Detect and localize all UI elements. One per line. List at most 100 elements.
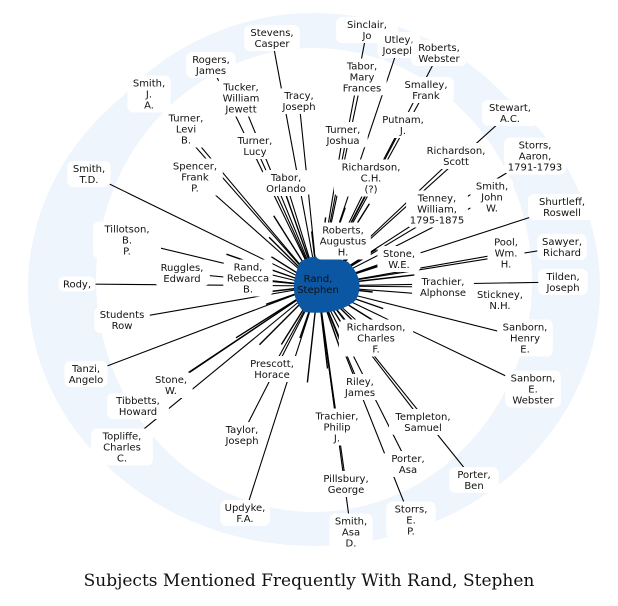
node-label: Pillsbury,George bbox=[323, 474, 368, 496]
node[interactable]: Richardson,C.H.(?) bbox=[333, 159, 409, 197]
node[interactable]: Rogers,James bbox=[186, 52, 236, 78]
node-label: Stone,W. bbox=[155, 375, 187, 397]
node[interactable]: Riley,James bbox=[338, 374, 382, 400]
node[interactable]: Tibbetts,Howard bbox=[107, 393, 169, 419]
node-label: Tibbetts,Howard bbox=[115, 396, 160, 418]
node[interactable]: Tilden,Joseph bbox=[538, 269, 588, 295]
node[interactable]: Trachier,Alphonse bbox=[412, 274, 474, 300]
node[interactable]: Storrs,Aaron,1791-1793 bbox=[504, 137, 566, 175]
node-background bbox=[58, 276, 96, 292]
node[interactable]: Tracy,Joseph bbox=[277, 88, 321, 114]
node-label: Storrs,E.P. bbox=[395, 505, 428, 538]
node-label: Richardson,C.H.(?) bbox=[342, 163, 401, 196]
node-background bbox=[67, 161, 111, 187]
node[interactable]: Smalley,Frank bbox=[398, 77, 454, 103]
node-background bbox=[338, 319, 414, 357]
node[interactable]: Tanzi,Angelo bbox=[64, 361, 108, 387]
node[interactable]: Smith,T.D. bbox=[67, 161, 111, 187]
node-background bbox=[383, 451, 433, 477]
node[interactable]: Stickney,N.H. bbox=[469, 287, 531, 313]
node[interactable]: Pillsbury,George bbox=[312, 471, 380, 497]
node[interactable]: Tenney,William,1795-1875 bbox=[406, 190, 468, 228]
node[interactable]: Turner,Joshua bbox=[318, 122, 368, 148]
node[interactable]: Sawyer,Richard bbox=[537, 234, 587, 260]
node-background bbox=[378, 112, 428, 138]
node-label: Pool,Wm.H. bbox=[494, 238, 518, 271]
node-background bbox=[449, 467, 499, 493]
node-background bbox=[241, 356, 303, 382]
node[interactable]: Porter,Ben bbox=[449, 467, 499, 493]
node[interactable]: Prescott,Horace bbox=[241, 356, 303, 382]
node[interactable]: Stevens,Casper bbox=[244, 25, 300, 51]
node[interactable]: Smith,J.A. bbox=[127, 75, 171, 113]
node[interactable]: Shurtleff,Roswell bbox=[528, 194, 596, 220]
node-label: Smith,J.A. bbox=[133, 79, 165, 112]
edge-line bbox=[88, 173, 319, 287]
node-background bbox=[315, 222, 371, 260]
node-label: Tenney,William,1795-1875 bbox=[410, 194, 465, 227]
node[interactable]: Stone,W.E. bbox=[377, 246, 421, 272]
node-background bbox=[167, 158, 223, 196]
node[interactable]: Porter,Asa bbox=[383, 451, 433, 477]
node-label: Taylor,Joseph bbox=[224, 425, 258, 447]
node-label: Stewart,A.C. bbox=[489, 103, 531, 125]
node[interactable]: Updyke,F.A. bbox=[220, 500, 270, 526]
node[interactable]: Tabor,Orlando bbox=[261, 170, 311, 196]
node-background bbox=[220, 500, 270, 526]
node-background bbox=[538, 269, 588, 295]
edge-line bbox=[185, 128, 319, 287]
node-label: Smith,T.D. bbox=[73, 164, 105, 186]
node[interactable]: Stewart,A.C. bbox=[482, 100, 538, 126]
node[interactable]: Stone,W. bbox=[149, 372, 193, 398]
node-background bbox=[230, 133, 280, 159]
node-background bbox=[94, 307, 150, 333]
node[interactable]: Turner,Lucy bbox=[230, 133, 280, 159]
node-background bbox=[312, 471, 380, 497]
node-background bbox=[149, 372, 193, 398]
node[interactable]: Putnam,J. bbox=[378, 112, 428, 138]
node-label: Stickney,N.H. bbox=[477, 290, 523, 312]
node[interactable]: Taylor,Joseph bbox=[217, 422, 267, 448]
node[interactable]: Storrs,E.P. bbox=[386, 501, 436, 539]
node-background bbox=[223, 259, 273, 297]
node[interactable]: Tillotson,B.P. bbox=[93, 221, 161, 259]
node-background bbox=[398, 77, 454, 103]
node-background bbox=[154, 260, 210, 286]
node[interactable]: Utley,Joseph bbox=[377, 32, 421, 58]
node[interactable]: Rody, bbox=[58, 276, 96, 292]
node[interactable]: Ruggles,Edward bbox=[154, 260, 210, 286]
node-label: Updyke,F.A. bbox=[225, 503, 266, 525]
center-node[interactable]: Rand,Stephen bbox=[293, 256, 360, 313]
edge-line bbox=[121, 285, 319, 321]
node[interactable]: Pool,Wm.H. bbox=[487, 234, 525, 272]
node-label: Ruggles,Edward bbox=[161, 263, 204, 285]
node[interactable]: Richardson,Scott bbox=[418, 143, 494, 169]
node[interactable]: Roberts,Webster bbox=[411, 40, 467, 66]
node[interactable]: Templeton,Samuel bbox=[389, 409, 457, 435]
node[interactable]: Sanborn,E.Webster bbox=[505, 370, 561, 408]
node-background bbox=[487, 234, 525, 272]
node-label: Storrs,Aaron,1791-1793 bbox=[508, 141, 563, 174]
node-label: Tabor,Orlando bbox=[266, 173, 306, 195]
center-node-shape bbox=[293, 256, 360, 313]
